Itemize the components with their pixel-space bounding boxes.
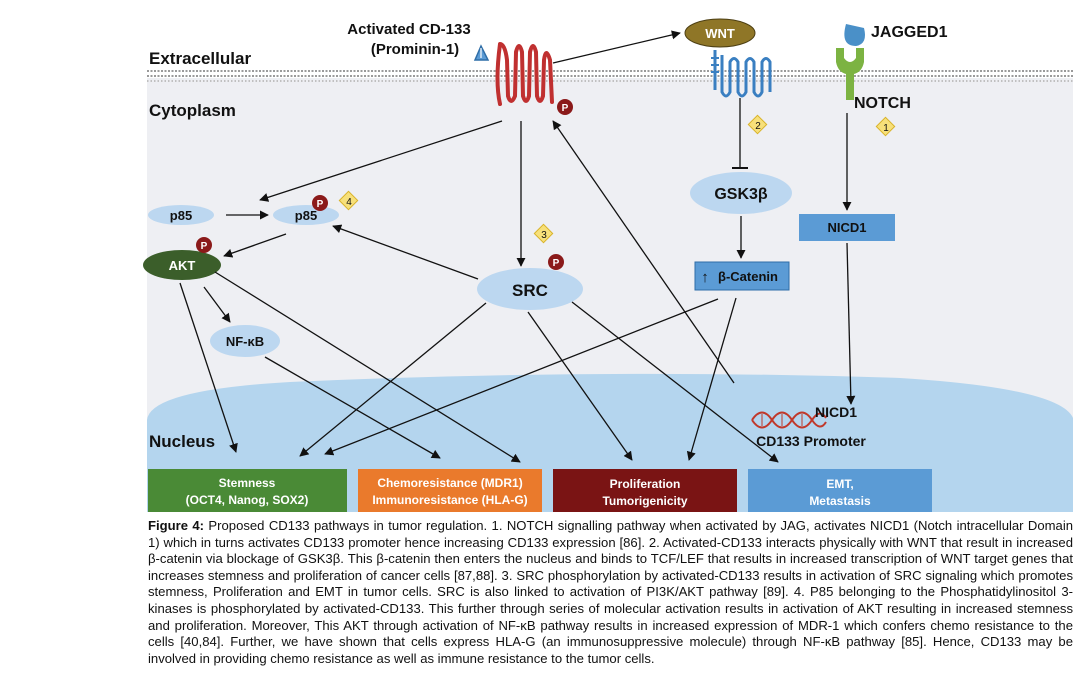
nicd1-node [799, 214, 895, 241]
outcome-box-stemness: Stemness (OCT4, Nanog, SOX2) [148, 469, 347, 512]
nfkb-label: NF-κB [226, 334, 264, 349]
svg-text:Metastasis: Metastasis [809, 494, 871, 508]
jagged1-label: JAGGED1 [871, 24, 948, 41]
svg-text:Tumorigenicity: Tumorigenicity [602, 494, 687, 508]
notch-label: NOTCH [854, 95, 911, 112]
svg-text:Proliferation: Proliferation [610, 477, 681, 491]
wnt-label: WNT [705, 26, 735, 41]
phospho-marker-src: P [548, 254, 564, 270]
activated-cd133-label: Activated CD-133 [347, 21, 470, 38]
svg-text:Chemoresistance (MDR1): Chemoresistance (MDR1) [377, 476, 522, 490]
akt-label: AKT [169, 258, 196, 273]
step-badge-1: 1 [875, 116, 896, 137]
nicd1-nucleus-label: NICD1 [815, 404, 857, 420]
extracellular-label: Extracellular [149, 49, 251, 68]
cd133-promoter-label: CD133 Promoter [756, 433, 866, 449]
p85-right-label: p85 [295, 208, 317, 223]
cytoplasm-label: Cytoplasm [149, 101, 236, 120]
wnt-ligand [684, 18, 756, 48]
figure-caption-label: Figure 4: [148, 518, 205, 533]
notch-receptor-icon [836, 48, 864, 100]
dna-helix-icon [751, 411, 827, 429]
svg-text:Stemness: Stemness [219, 476, 276, 490]
svg-text:(OCT4, Nanog, SOX2): (OCT4, Nanog, SOX2) [186, 493, 309, 507]
outcome-box-chemoresistance: Chemoresistance (MDR1) Immunoresistance … [358, 469, 542, 512]
svg-text:4: 4 [346, 197, 352, 208]
outcome-box-emt: EMT, Metastasis [748, 469, 932, 512]
phospho-marker-akt: P [196, 237, 212, 253]
beta-catenin-up-arrow: ↑ [701, 269, 709, 286]
nucleus-label: Nucleus [149, 432, 215, 451]
beta-catenin-node [694, 261, 790, 291]
akt-node [143, 250, 221, 280]
svg-text:P: P [553, 258, 560, 269]
svg-text:P: P [317, 199, 324, 210]
src-node [477, 268, 583, 310]
figure-caption-text: Proposed CD133 pathways in tumor regulat… [148, 518, 1074, 666]
nicd1-label: NICD1 [827, 220, 866, 235]
cd133-receptor-icon [495, 42, 554, 106]
figure-caption: Figure 4: Proposed CD133 pathways in tum… [148, 518, 1073, 667]
phospho-marker-cd133: P [557, 99, 573, 115]
step-badge-2: 2 [747, 114, 768, 135]
phospho-marker-p85: P [312, 195, 328, 211]
svg-text:EMT,: EMT, [826, 477, 853, 491]
svg-text:P: P [201, 241, 208, 252]
step-badge-3: 3 [533, 223, 554, 244]
cell-membrane [147, 70, 1073, 82]
svg-text:P: P [562, 103, 569, 114]
pathway-arrows [179, 30, 856, 463]
frizzled-receptor-icon [713, 50, 772, 98]
nfkb-node [210, 325, 280, 357]
outcome-box-proliferation: Proliferation Tumorigenicity [553, 469, 737, 512]
step-badge-4: 4 [338, 190, 359, 211]
p85-left-label: p85 [170, 208, 192, 223]
pathway-diagram: Extracellular Cytoplasm Nucleus Activate… [143, 18, 1073, 512]
gsk3b-label: GSK3β [714, 186, 768, 203]
jagged1-ligand-icon [844, 24, 865, 46]
svg-text:3: 3 [541, 230, 547, 241]
svg-text:Immunoresistance (HLA-G): Immunoresistance (HLA-G) [372, 493, 527, 507]
svg-text:2: 2 [755, 121, 761, 132]
beta-catenin-label: β-Catenin [718, 269, 778, 284]
svg-text:1: 1 [883, 123, 889, 134]
gsk3b-node [690, 172, 792, 214]
prominin-label: (Prominin-1) [371, 41, 459, 58]
p85-left-node [148, 205, 214, 225]
src-label: SRC [512, 281, 548, 300]
